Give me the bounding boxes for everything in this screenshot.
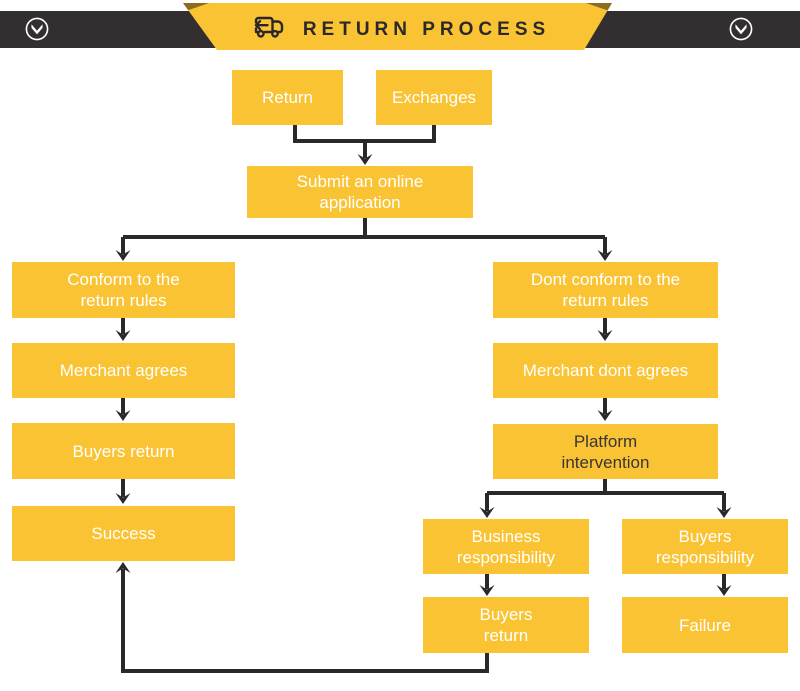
header-title-group: RETURN PROCESS xyxy=(183,3,612,50)
return-truck-icon xyxy=(250,13,286,46)
node-label: Merchant agrees xyxy=(59,361,188,380)
flow-node-buyers-return-2: Buyers return xyxy=(423,597,589,653)
node-label-line2: responsibility xyxy=(456,547,556,567)
flow-node-merchant-agrees: Merchant agrees xyxy=(12,343,235,398)
node-label-line1: Buyers xyxy=(479,605,533,624)
flow-node-business-responsibility: Business responsibility xyxy=(423,519,589,574)
node-label-line2: application xyxy=(319,193,401,212)
flow-node-exchanges: Exchanges xyxy=(376,70,492,125)
node-label-line1: Business xyxy=(471,526,541,546)
flow-node-dont-conform-rules: Dont conform to the return rules xyxy=(493,262,718,318)
node-label-line1: Dont conform to the xyxy=(530,270,681,289)
header-ribbon: RETURN PROCESS xyxy=(183,3,612,50)
node-label: Exchanges xyxy=(391,88,477,107)
flow-node-success: Success xyxy=(12,506,235,561)
chevron-down-circle-icon xyxy=(24,16,50,42)
node-label-line2: intervention xyxy=(561,452,650,472)
node-label-line2: return xyxy=(483,626,529,645)
flow-node-submit-application: Submit an online application xyxy=(247,166,473,218)
ribbon-fold-left xyxy=(183,3,209,12)
chevron-down-circle-icon xyxy=(728,16,754,42)
node-label: Buyers return xyxy=(72,441,175,461)
flow-node-failure: Failure xyxy=(622,597,788,653)
node-label-line1: Conform to the xyxy=(67,270,180,289)
scroll-down-left-button[interactable] xyxy=(24,16,50,42)
ribbon-fold-right xyxy=(586,3,612,12)
node-label: Failure xyxy=(679,615,731,635)
scroll-down-right-button[interactable] xyxy=(728,16,754,42)
flow-node-buyers-return: Buyers return xyxy=(12,423,235,479)
node-label: Success xyxy=(91,524,156,543)
node-label-line1: Submit an online xyxy=(296,172,424,191)
node-label-line1: Platform xyxy=(573,431,638,451)
node-label: Return xyxy=(261,88,314,107)
flow-node-merchant-dont-agrees: Merchant dont agrees xyxy=(493,343,718,398)
flow-node-platform-intervention: Platform intervention xyxy=(493,424,718,479)
node-label-line1: Buyers xyxy=(678,526,732,546)
node-label-line2: return rules xyxy=(562,291,649,310)
flow-node-conform-rules: Conform to the return rules xyxy=(12,262,235,318)
node-label: Merchant dont agrees xyxy=(522,361,689,380)
node-label-line2: responsibility xyxy=(655,547,755,567)
node-label-line2: return rules xyxy=(80,291,167,310)
page-title: RETURN PROCESS xyxy=(302,18,551,40)
flow-node-return: Return xyxy=(232,70,343,125)
flow-node-buyers-responsibility: Buyers responsibility xyxy=(622,519,788,574)
